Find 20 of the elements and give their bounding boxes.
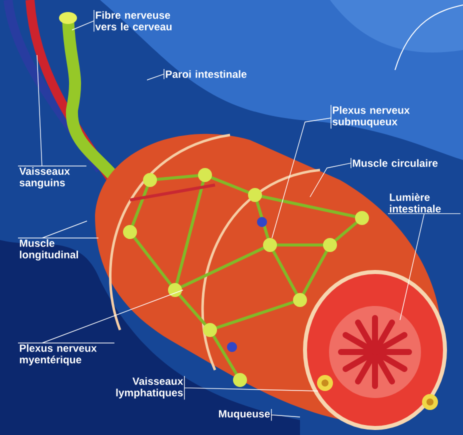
callout-label: Paroi intestinale [166,70,247,78]
leader-line [184,376,318,400]
leader-line [388,213,461,320]
leader-line [18,54,87,166]
callout-label: Plexus nerveux submuqueux [332,106,410,128]
callout-label: Muscle longitudinal [20,239,78,261]
leader-line [18,290,184,344]
callout-label: Plexus nerveux myentérique [20,344,97,366]
leader-line [272,104,332,238]
callout-label: Vaisseaux lymphatiques [116,377,184,398]
callout-label: Vaisseaux sanguins [19,167,70,189]
callout-label: Fibre nerveuse vers le cerveau [95,11,172,30]
leader-line [72,10,94,32]
leader-line [310,158,352,198]
leader-line [146,68,164,80]
callout-label: Muscle circulaire [352,159,438,167]
leader-line [18,220,99,238]
leader-line [271,408,300,422]
callout-label: Lumière intestinale [390,193,441,212]
callout-label: Muqueuse [219,410,270,420]
